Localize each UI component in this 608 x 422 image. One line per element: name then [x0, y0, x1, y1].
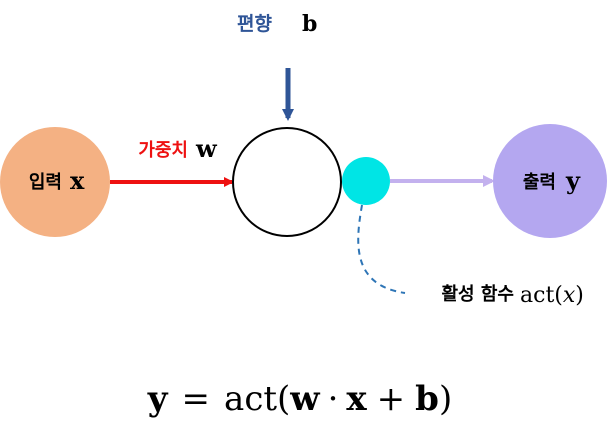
- activation-lparen: (: [554, 283, 563, 308]
- activation-arg: x: [563, 283, 576, 308]
- formula-equals: =: [182, 379, 211, 419]
- formula-lparen: (: [277, 379, 290, 419]
- output-node: [493, 124, 607, 238]
- activation-rparen: ): [575, 283, 584, 308]
- output-symbol: y: [565, 166, 581, 195]
- input-label: 입력: [29, 171, 62, 193]
- activation-label: 활성 함수: [441, 283, 514, 305]
- formula-lhs: y: [147, 379, 169, 419]
- activation-func-name: act: [520, 283, 554, 308]
- activation-connector: [357, 204, 406, 294]
- bias-label: 편향: [237, 13, 272, 35]
- activation-node: [342, 157, 390, 205]
- weight-symbol: w: [195, 134, 218, 163]
- formula-x: x: [346, 379, 367, 419]
- bias-symbol: b: [302, 11, 317, 37]
- neuron-node: [232, 127, 342, 237]
- input-symbol: x: [70, 166, 85, 195]
- activation-func: act(x): [520, 283, 584, 308]
- formula-rparen: ): [439, 379, 452, 419]
- output-label: 출력: [523, 172, 556, 193]
- formula-w: w: [289, 379, 320, 419]
- formula-b: b: [415, 379, 439, 419]
- formula-func: act: [224, 379, 277, 419]
- weight-label: 가중치: [138, 140, 188, 161]
- formula-dot: ·: [328, 379, 339, 419]
- formula: y = act(w·x+b): [147, 379, 452, 419]
- formula-plus: +: [377, 379, 406, 419]
- input-node: [0, 127, 110, 237]
